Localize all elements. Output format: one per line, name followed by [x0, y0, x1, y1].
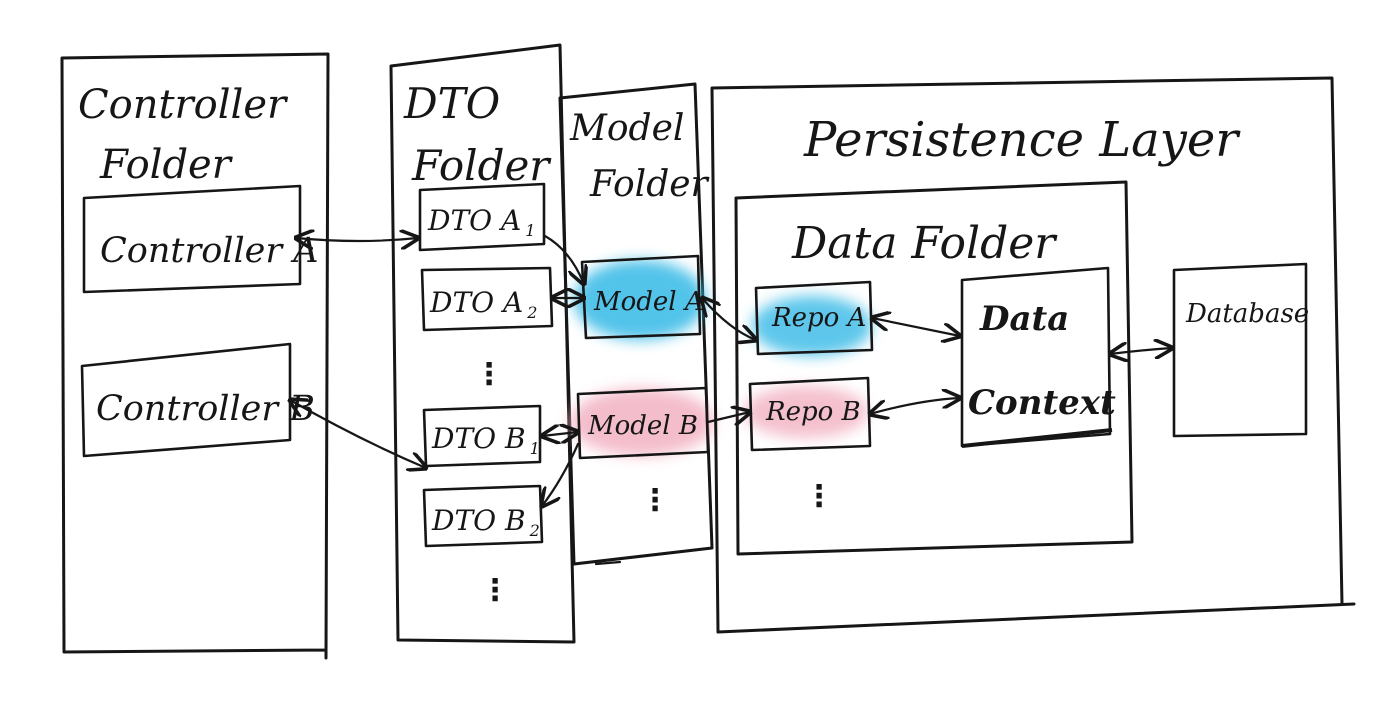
arrow-controller-a-dto-a1 — [296, 238, 418, 241]
controller-folder: Controller Folder — [60, 52, 330, 660]
model-b-box: Model B — [570, 386, 714, 460]
persistence-layer: Persistence Layer — [710, 76, 1356, 634]
dto-a1-subscript: 1 — [525, 221, 535, 240]
data-folder: Data Folder — [734, 180, 1134, 556]
arrow-model-b-repo-b — [706, 412, 750, 422]
repo-a-highlight — [752, 296, 872, 356]
model-a-highlight — [574, 260, 706, 340]
repo-b-highlight — [744, 386, 868, 438]
dto-folder-title-line2: Folder — [411, 141, 552, 190]
data-context-line1: Data — [979, 299, 1069, 339]
model-b-highlight — [570, 388, 714, 456]
controller-a-label: Controller A — [100, 231, 319, 271]
dto-b-ellipsis: ⋮ — [480, 573, 510, 608]
data-folder-title: Data Folder — [791, 218, 1058, 269]
arrow-data-context-database — [1110, 348, 1172, 354]
arrow-model-a-repo-a — [702, 298, 756, 340]
controller-a-box: Controller A — [82, 184, 319, 294]
data-context-box: Data Context — [960, 266, 1116, 448]
dto-a2-subscript: 2 — [526, 303, 537, 322]
repo-a-box: Repo A — [752, 280, 874, 356]
controller-folder-title-line1: Controller — [78, 82, 289, 128]
repo-a-label: Repo A — [771, 303, 866, 333]
arrow-controller-b-dto-b1 — [290, 400, 426, 468]
arrow-dto-b2-model-b — [542, 442, 580, 506]
model-b-label: Model B — [587, 411, 698, 441]
model-a-box: Model A — [574, 254, 706, 340]
dto-b2-subscript: 2 — [529, 521, 540, 540]
model-a-label: Model A — [593, 287, 704, 317]
arrow-dto-a1-model-a — [543, 234, 584, 284]
dto-b1-label: DTO B — [431, 422, 526, 455]
controller-b-box: Controller B — [80, 342, 315, 458]
database-label: Database — [1185, 299, 1309, 329]
dto-a-ellipsis: ⋮ — [474, 357, 504, 392]
model-folder: Model Folder — [558, 82, 714, 566]
repo-b-label: Repo B — [765, 397, 861, 427]
data-context-line2: Context — [968, 383, 1116, 423]
persistence-layer-title: Persistence Layer — [803, 112, 1241, 168]
repo-ellipsis: ⋮ — [804, 479, 834, 514]
svg-text:DTO A2: DTO A2 — [429, 286, 537, 322]
svg-text:DTO A1: DTO A1 — [427, 204, 535, 240]
model-folder-return-mark — [594, 560, 622, 566]
controller-folder-title-line2: Folder — [99, 142, 234, 188]
arrow-dto-b1-model-b — [542, 432, 578, 436]
dto-a1-label: DTO A — [427, 204, 521, 237]
model-ellipsis: ⋮ — [640, 483, 670, 518]
dto-b1-subscript: 1 — [530, 439, 540, 458]
arrow-repo-b-data-context — [870, 398, 960, 414]
database-box: Database — [1172, 262, 1309, 438]
dto-folder-title-line1: DTO — [403, 79, 500, 128]
controller-b-label: Controller B — [96, 389, 315, 429]
dto-folder: DTO Folder — [389, 43, 576, 644]
dto-b2-label: DTO B — [431, 504, 526, 537]
model-folder-title-line1: Model — [569, 108, 684, 149]
svg-text:DTO B1: DTO B1 — [431, 422, 540, 458]
dto-a2-label: DTO A — [429, 286, 523, 319]
model-folder-title-line2: Folder — [589, 164, 710, 205]
arrow-repo-a-data-context — [872, 318, 960, 336]
repo-b-box: Repo B — [744, 376, 872, 452]
arrows — [290, 234, 1172, 566]
svg-text:DTO B2: DTO B2 — [431, 504, 540, 540]
